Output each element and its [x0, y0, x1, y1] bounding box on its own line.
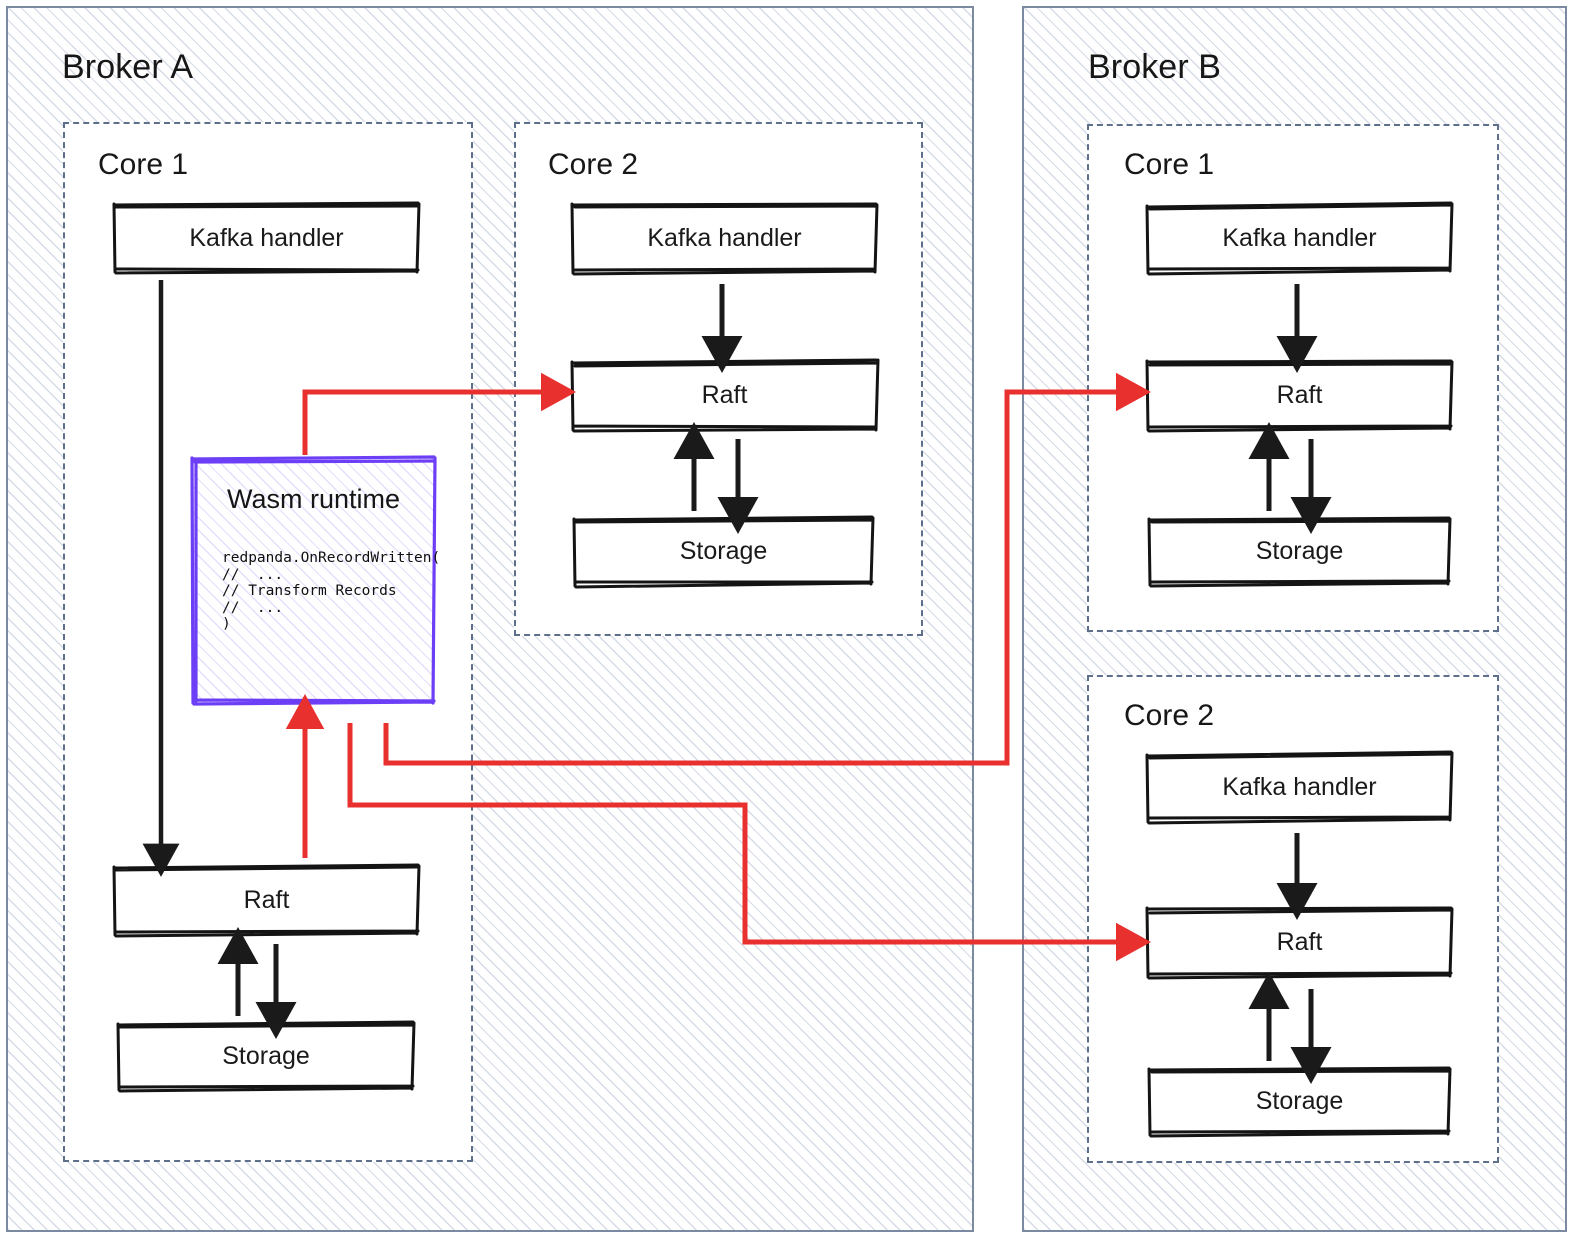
broker-b-label: Broker B	[1088, 48, 1222, 86]
node-label: Storage	[679, 536, 768, 565]
sketch-border	[112, 201, 421, 275]
broker-b-core-2-kafka-handler-box[interactable]: Kafka handler	[1145, 750, 1454, 825]
node-label: Raft	[1276, 927, 1323, 956]
node-label: Kafka handler	[1222, 772, 1377, 801]
sketch-border	[570, 202, 879, 276]
node-label: Storage	[222, 1041, 310, 1070]
broker-b-core-1-label: Core 1	[1124, 148, 1215, 181]
node-label: Storage	[1255, 1086, 1344, 1115]
node-label: Raft	[243, 885, 290, 914]
broker-b-core-1-kafka-handler-box[interactable]: Kafka handler	[1145, 201, 1454, 276]
broker-b-core-2-label: Core 2	[1124, 699, 1215, 732]
broker-a-core-1-kafka-handler-box[interactable]: Kafka handler	[112, 201, 421, 275]
wasm-runtime-title: Wasm runtime	[226, 484, 401, 514]
broker-b-core-2-storage-box[interactable]: Storage	[1147, 1066, 1452, 1138]
broker-b-core-2-raft-box[interactable]: Raft	[1145, 906, 1454, 980]
node-label: Kafka handler	[1222, 223, 1377, 252]
wasm-runtime-box[interactable]: Wasm runtime redpanda.OnRecordWritten( /…	[190, 455, 440, 706]
sketch-border	[1145, 201, 1454, 276]
broker-a-core-2-raft-box[interactable]: Raft	[570, 358, 880, 433]
node-label: Kafka handler	[647, 223, 802, 252]
broker-a-core-1-label: Core 1	[98, 148, 189, 181]
broker-a-core-2-label: Core 2	[548, 148, 639, 181]
broker-b-core-1-storage-box[interactable]: Storage	[1147, 516, 1452, 588]
broker-a-core-1-storage-box[interactable]: Storage	[116, 1020, 416, 1093]
broker-b-core-1-raft-box[interactable]: Raft	[1145, 359, 1454, 433]
sketch-border	[1145, 750, 1454, 825]
broker-a-core-1-raft-box[interactable]: Raft	[112, 863, 421, 938]
node-label: Raft	[701, 380, 748, 409]
broker-a-core-2-storage-box[interactable]: Storage	[572, 515, 875, 589]
wasm-runtime-code: redpanda.OnRecordWritten( // ... // Tran…	[222, 550, 441, 632]
node-label: Raft	[1276, 380, 1323, 409]
node-label: Kafka handler	[189, 223, 344, 252]
node-label: Storage	[1255, 536, 1344, 565]
broker-a-label: Broker A	[62, 48, 194, 86]
broker-a-core-2-kafka-handler-box[interactable]: Kafka handler	[570, 202, 879, 276]
